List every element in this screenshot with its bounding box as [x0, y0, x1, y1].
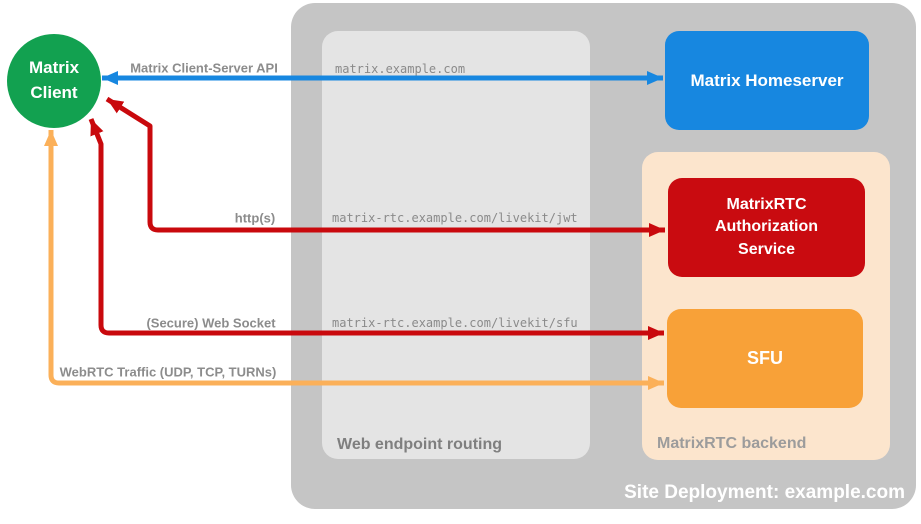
matrix-homeserver-label: Matrix Homeserver	[690, 70, 844, 90]
route-matrix-example-com: matrix.example.com	[335, 62, 466, 76]
node-matrix-homeserver: Matrix Homeserver	[665, 31, 869, 130]
node-matrix-client: Matrix Client	[7, 34, 101, 128]
matrix-client-label-line1: Matrix	[28, 58, 80, 78]
edge-label-websocket: (Secure) Web Socket	[146, 315, 276, 331]
web-endpoint-routing-label: Web endpoint routing	[337, 436, 503, 453]
node-sfu: SFU	[667, 309, 863, 408]
node-matrixrtc-authorization-service: MatrixRTC Authorization Service	[668, 178, 865, 277]
edge-label-client-server-api: Matrix Client-Server API	[130, 60, 278, 76]
site-deployment-label: Site Deployment: example.com	[624, 482, 905, 503]
edge-label-https: http(s)	[234, 210, 276, 226]
matrix-client-label-line2: Client	[30, 83, 78, 102]
edge-label-webrtc: WebRTC Traffic (UDP, TCP, TURNs)	[59, 364, 277, 380]
auth-service-label-line2: Authorization	[714, 218, 819, 236]
sfu-label: SFU	[747, 348, 783, 368]
matrixrtc-backend-label: MatrixRTC backend	[657, 435, 807, 452]
route-livekit-jwt: matrix-rtc.example.com/livekit/jwt	[332, 211, 578, 225]
web-endpoint-routing-box	[322, 31, 590, 459]
route-livekit-sfu: matrix-rtc.example.com/livekit/sfu	[332, 316, 578, 330]
auth-service-label-line3: Service	[738, 240, 795, 258]
auth-service-label-line1: MatrixRTC	[726, 195, 807, 213]
